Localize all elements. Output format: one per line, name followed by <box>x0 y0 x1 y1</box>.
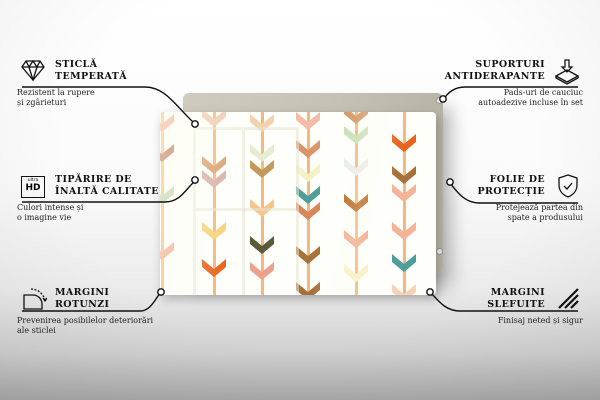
feature-description: Finisaj neted și sigur <box>497 316 583 325</box>
shield-check-icon <box>555 174 579 198</box>
anti-slip-pad-icon <box>554 59 580 85</box>
chevron-pattern-artwork <box>160 112 416 295</box>
ultra-hd-icon: ultra HD <box>21 176 45 198</box>
polished-edge-icon <box>555 287 579 311</box>
mount-pin <box>436 248 443 255</box>
rounded-corner-icon <box>21 287 48 311</box>
glass-panel-product <box>160 112 436 295</box>
diamond-icon <box>21 59 45 83</box>
